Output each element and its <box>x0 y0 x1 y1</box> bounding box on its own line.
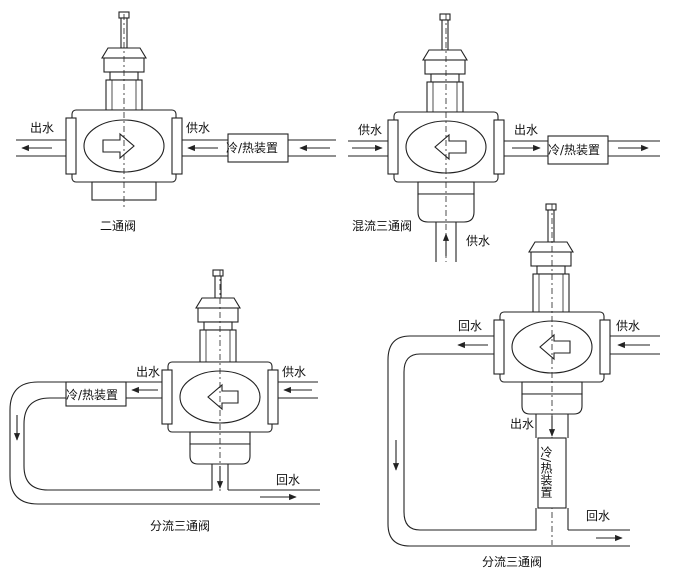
device-label: 冷/热装置 <box>539 446 553 498</box>
caption-diverting-three-way-valve: 分流三通阀 <box>150 519 210 533</box>
diverting-three-way-valve-right-diagram: 回水 供水 出水 冷/热装置 回水 分流三通阀 <box>387 203 660 569</box>
supply-label: 供水 <box>282 365 306 379</box>
supply-label: 供水 <box>616 319 640 333</box>
device-label: 冷/热装置 <box>226 141 278 155</box>
diverting-three-way-valve-left-diagram: 冷/热装置 出水 供水 回水 分流三通阀 <box>9 269 320 533</box>
outlet-label: 出水 <box>30 121 54 135</box>
caption-two-way-valve: 二通阀 <box>100 219 136 233</box>
outlet-label: 出水 <box>514 123 538 137</box>
supply-label: 供水 <box>358 123 382 137</box>
cooling-heating-device <box>537 437 567 509</box>
caption-diverting-three-way-valve: 分流三通阀 <box>482 555 542 569</box>
actuator <box>528 203 574 313</box>
outlet-label: 出水 <box>510 417 534 431</box>
bottom-supply-label: 供水 <box>466 234 490 248</box>
device-label: 冷/热装置 <box>66 388 118 402</box>
actuator <box>422 13 468 113</box>
return-top-label: 回水 <box>458 319 482 333</box>
valve-body <box>387 111 505 223</box>
mixing-three-way-valve-diagram: 供水 出水 冷/热装置 供水 混流三通阀 <box>348 13 660 262</box>
cooling-heating-device <box>547 135 609 165</box>
actuator <box>195 269 241 363</box>
two-way-valve-diagram: 出水 供水 冷/热装置 二通阀 <box>16 11 336 233</box>
valve-body <box>65 109 183 201</box>
cooling-heating-device <box>227 133 289 163</box>
outlet-label: 出水 <box>136 365 160 379</box>
cooling-heating-device <box>65 381 127 407</box>
return-bottom-label: 回水 <box>586 509 610 523</box>
supply-label: 供水 <box>186 121 210 135</box>
caption-mixing-three-way-valve: 混流三通阀 <box>352 219 412 233</box>
return-label: 回水 <box>276 473 300 487</box>
device-label: 冷/热装置 <box>548 143 600 157</box>
